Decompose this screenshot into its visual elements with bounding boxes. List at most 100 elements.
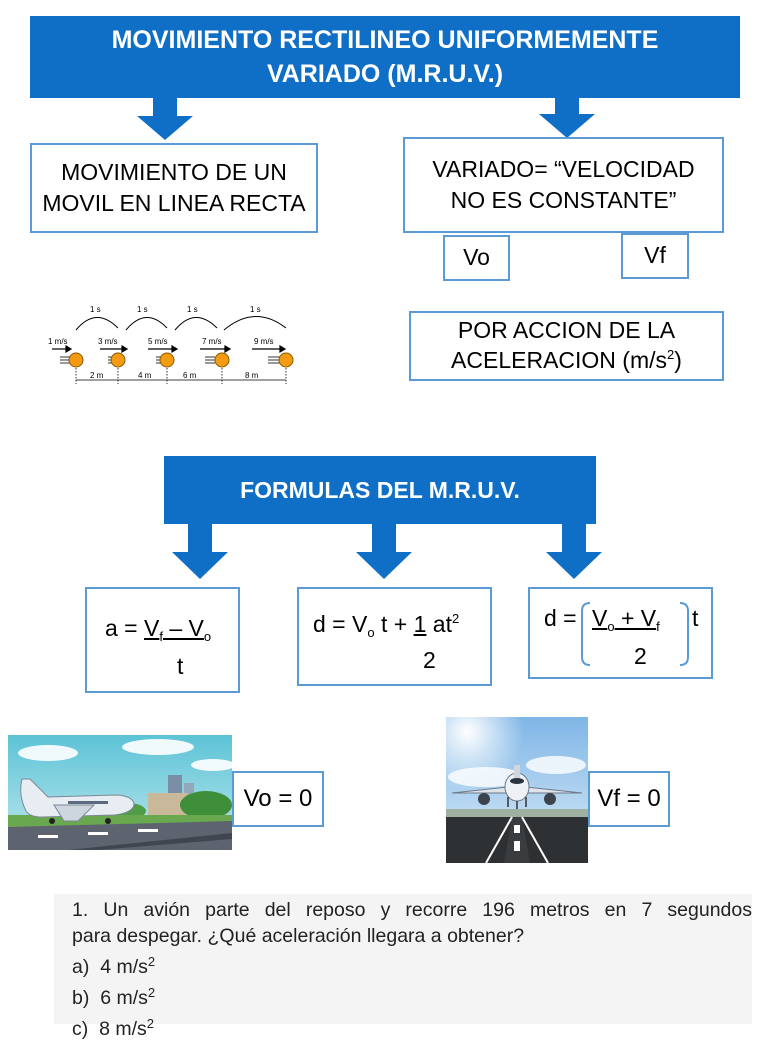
acceleration-close-paren: ) — [674, 347, 682, 373]
formula-average-lhs: d = — [544, 605, 577, 631]
formula-acceleration-lhs: a = — [105, 615, 145, 641]
velocity-arrowhead-3 — [171, 344, 179, 354]
vf-zero-label: Vf = 0 — [597, 784, 661, 812]
formula-average-v: V — [592, 605, 608, 631]
speed-label-1: 1 m/s — [48, 337, 68, 346]
formula-acceleration-numerator: a = Vf – Vo — [105, 613, 211, 646]
time-arc-2 — [125, 317, 168, 331]
vf-box: Vf — [621, 233, 689, 279]
distance-label-3: 6 m — [183, 371, 197, 380]
formula-distance-lhs: d = V — [313, 611, 368, 637]
option-c-letter: c) — [72, 1018, 89, 1040]
arrow-down-formula-3 — [546, 524, 602, 580]
formula-distance-o-sub: o — [367, 625, 375, 640]
velocity-arrowhead-4 — [224, 344, 232, 354]
distance-label-2: 4 m — [138, 371, 152, 380]
speed-label-2: 3 m/s — [98, 337, 118, 346]
vf-zero-box: Vf = 0 — [588, 771, 670, 827]
velocity-arrowhead-5 — [279, 344, 287, 354]
exercise-option-a: a) 4 m/s2 — [72, 949, 752, 980]
formula-average-left-bracket — [581, 602, 591, 666]
exercise-line-2: para despegar. ¿Qué aceleración llegara … — [72, 925, 525, 947]
speed-label-4: 7 m/s — [202, 337, 222, 346]
formula-average-numerator: Vo + Vf — [592, 603, 660, 636]
formula-acceleration-v: V — [144, 615, 160, 641]
option-a-exponent: 2 — [147, 954, 156, 969]
acceleration-line-2: ACELERACION (m/s2) — [451, 346, 682, 376]
acceleration-unit: ACELERACION (m/s — [451, 347, 668, 373]
ball-5 — [278, 352, 294, 368]
formula-acceleration-f-sub: f — [159, 629, 163, 644]
arrow-down-formula-2 — [356, 524, 412, 580]
ball-2 — [110, 352, 126, 368]
formula-average-sum: Vo + Vf — [592, 605, 660, 634]
exercise-panel — [54, 894, 752, 1024]
vo-zero-box: Vo = 0 — [232, 771, 324, 827]
exercise-line-1: 1. Un avión parte del reposo y recorre 1… — [72, 899, 752, 921]
time-arc-4 — [223, 316, 287, 331]
straight-line-line-1: MOVIMIENTO DE UN — [61, 158, 287, 185]
time-label-2: 1 s — [137, 305, 148, 314]
formula-acceleration-denominator: t — [177, 653, 184, 679]
option-b-exponent: 2 — [147, 985, 156, 1000]
formula-acceleration-box: a = Vf – Vo t — [85, 587, 240, 693]
speed-label-5: 9 m/s — [254, 337, 274, 346]
ball-3 — [159, 352, 175, 368]
formula-average-f-sub: f — [656, 619, 660, 634]
option-c-text: 8 m/s — [99, 1018, 147, 1040]
vo-zero-label: Vo = 0 — [243, 784, 313, 812]
option-a-text: 4 m/s — [100, 956, 148, 978]
formula-distance-numerator: d = Vo t + 1 at2 — [313, 609, 459, 642]
vo-box: Vo — [443, 235, 510, 281]
straight-line-line-2: MOVIL EN LINEA RECTA — [42, 190, 306, 216]
formula-distance-denominator: 2 — [423, 647, 436, 673]
title-line-1: MOVIMIENTO RECTILINEO UNIFORMEMENTE — [111, 26, 659, 54]
distance-label-4: 8 m — [245, 371, 259, 380]
straight-line-box: MOVIMIENTO DE UN MOVIL EN LINEA RECTA — [30, 143, 318, 233]
acceleration-box: POR ACCION DE LA ACELERACION (m/s2) — [409, 311, 724, 381]
variable-velocity-line-1: VARIADO= “VELOCIDAD — [432, 155, 695, 182]
option-b-text: 6 m/s — [100, 987, 148, 1009]
time-label-4: 1 s — [250, 305, 261, 314]
formula-acceleration-o-sub: o — [203, 629, 212, 644]
formula-distance-exponent: 2 — [451, 611, 460, 626]
formula-average-o-sub: o — [607, 619, 615, 634]
formula-average-box: d = Vo + Vf t 2 — [528, 587, 713, 679]
vf-label: Vf — [644, 242, 666, 269]
arrow-down-right — [539, 98, 595, 138]
arrow-down-formula-1 — [172, 524, 228, 580]
option-b-letter: b) — [72, 987, 90, 1009]
ball-1 — [68, 352, 84, 368]
formula-average-right-bracket — [679, 602, 689, 666]
distance-label-1: 2 m — [90, 371, 104, 380]
acceleration-line-1: POR ACCION DE LA — [457, 317, 676, 344]
formula-distance-at: at — [426, 611, 452, 637]
airplane-takeoff-illustration — [446, 717, 588, 863]
time-arc-3 — [174, 317, 218, 331]
vo-label: Vo — [463, 244, 490, 271]
formula-average-denominator: 2 — [634, 643, 647, 669]
speed-label-3: 5 m/s — [148, 337, 168, 346]
variable-velocity-box: VARIADO= “VELOCIDAD NO ES CONSTANTE” — [403, 137, 724, 233]
formula-distance-mid: t + — [374, 611, 414, 637]
time-label-3: 1 s — [187, 305, 198, 314]
exercise-text: 1. Un avión parte del reposo y recorre 1… — [72, 897, 752, 1042]
time-label-1: 1 s — [90, 305, 101, 314]
title-line-2: VARIADO (M.R.U.V.) — [266, 60, 504, 88]
exercise-option-b: b) 6 m/s2 — [72, 980, 752, 1011]
ball-4 — [214, 352, 230, 368]
arrow-down-left — [137, 98, 193, 140]
title-banner: MOVIMIENTO RECTILINEO UNIFORMEMENTE VARI… — [30, 16, 740, 98]
formulas-title: FORMULAS DEL M.R.U.V. — [240, 476, 520, 503]
formula-distance-one: 1 — [413, 611, 427, 637]
option-a-letter: a) — [72, 956, 90, 978]
acceleration-unit-exponent: 2 — [667, 347, 675, 362]
formula-acceleration-minus-v: – V — [162, 615, 204, 641]
velocity-arrowhead-2 — [121, 344, 129, 354]
airplane-taxiing-illustration — [8, 735, 232, 850]
time-arc-1 — [75, 317, 119, 331]
formula-average-plus-v: + V — [614, 605, 657, 631]
motion-diagram: 1 s 1 s 1 s 1 s 1 m/s 3 m/s 5 m/s 7 m/s … — [48, 305, 294, 384]
exercise-option-c: c) 8 m/s2 — [72, 1011, 752, 1042]
formula-average-t: t — [692, 605, 699, 631]
